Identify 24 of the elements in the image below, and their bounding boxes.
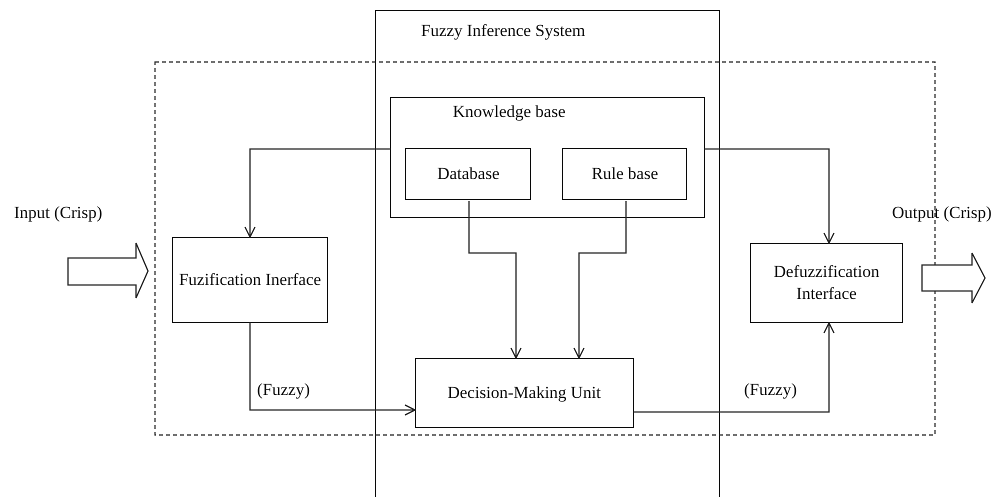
arrow [244,148,390,238]
process-box [562,148,688,200]
arrow [634,322,835,413]
process-box [405,148,532,200]
io-label: Output (Crisp) [891,203,993,223]
process-box [172,237,328,323]
box-label: Fuzification Inerface [178,268,322,291]
process-box [750,243,903,323]
arrow [705,148,835,244]
edge-label: (Fuzzy) [255,380,312,400]
box-label: Database [436,163,501,186]
container-box [390,96,705,218]
process-box [414,358,634,428]
heading: Fuzzy Inference System [421,21,586,41]
edge-label: (Fuzzy) [742,380,799,400]
arrow [468,201,522,359]
box-label: Defuzzification Interface [772,260,880,305]
arrow [573,201,627,359]
arrow [249,323,416,416]
io-label: Input (Crisp) [13,203,104,223]
box-label: Rule base [590,163,660,186]
box-label: Decision-Making Unit [446,382,602,404]
heading: Knowledge base [452,102,566,122]
container-box [375,10,720,497]
